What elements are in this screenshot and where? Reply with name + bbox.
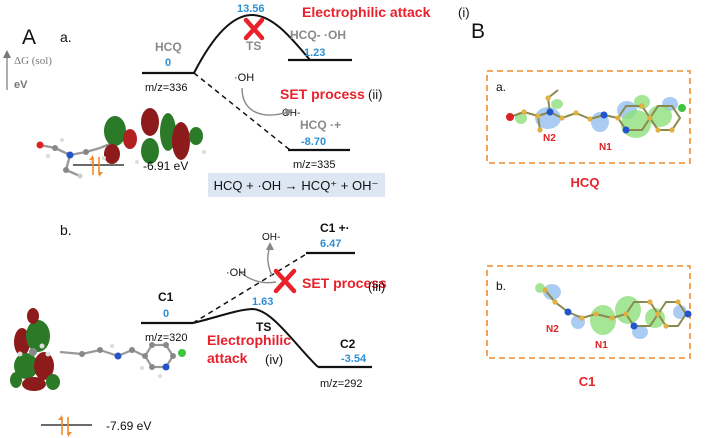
energy-axis-unit: eV [14, 79, 28, 91]
oh-radical-in-a: ·OH [234, 72, 254, 84]
energy-axis [3, 50, 11, 90]
oh-anion-out-b: OH- [262, 232, 280, 243]
c1-mz: m/z=320 [145, 332, 188, 344]
blocked-x-icon-b [273, 268, 297, 294]
c1-energy: 0 [163, 308, 169, 320]
electrophilic-path-curve [193, 13, 311, 74]
blocked-x-icon [243, 17, 265, 41]
oh-anion-out-a: OH- [282, 108, 300, 119]
c1-n1-label: N1 [595, 340, 608, 351]
electrophilic-path-curve-b [192, 307, 319, 368]
hcq-spin-box [486, 70, 691, 164]
hcq-name: HCQ [155, 40, 182, 54]
electrophilic-attack-title-b2: attack [207, 350, 248, 366]
oh-radical-in-b: ·OH [226, 267, 246, 279]
panel-a-sub-b-label: b. [60, 222, 72, 238]
panel-a-sub-a-label: a. [60, 29, 72, 45]
hcq-mz: m/z=336 [145, 82, 188, 94]
c1-spin-caption: C1 [579, 374, 596, 389]
set-process-index-a: (ii) [368, 87, 382, 102]
c1-homo-molecule [10, 308, 186, 391]
hcq-radical-mz: m/z=335 [293, 159, 336, 171]
set-path-dashed [193, 72, 291, 151]
c1-spin-molecule [535, 283, 692, 339]
electrophilic-attack-title: Electrophilic attack [302, 4, 431, 20]
energy-axis-label: ΔG (sol) [14, 55, 52, 67]
equation-text: HCQ + ·OH → HCQ⁺ + OH⁻ [214, 178, 379, 193]
homo-energy-b: -7.69 eV [106, 419, 151, 433]
c1-n2-label: N2 [546, 324, 559, 335]
c1-name: C1 [158, 290, 174, 304]
c2-name: C2 [340, 337, 356, 351]
set-process-title-a: SET process [280, 86, 365, 102]
electrophilic-attack-index: (i) [458, 5, 470, 20]
c2-energy: -3.54 [341, 353, 367, 365]
electrophilic-attack-title-b1: Electrophilic [207, 332, 291, 348]
ts-b-energy: 1.63 [252, 296, 273, 308]
hcq-spin-caption: HCQ [571, 175, 600, 190]
set-process-title-b: SET process [302, 275, 387, 291]
curved-arrow-a [241, 87, 293, 116]
homo-level-a [73, 155, 124, 177]
hcq-spin-sublabel: a. [496, 80, 506, 94]
set-process-index-b: (iii) [368, 279, 385, 294]
c1-spin-box [486, 265, 691, 359]
reaction-profile-a [142, 13, 352, 152]
hcq-oh-name: HCQ- ·OH [290, 28, 346, 42]
c1-spin-sublabel: b. [496, 279, 506, 293]
set-path-dashed-b [192, 252, 309, 324]
ts-a-energy: 13.56 [237, 3, 265, 15]
panel-a-label: A [22, 26, 36, 49]
hcq-homo-molecule [36, 108, 206, 179]
reaction-profile-b [141, 251, 372, 369]
hcq-radical-energy: -8.70 [301, 136, 326, 148]
homo-level-b [41, 415, 92, 437]
hcq-energy: 0 [165, 57, 171, 69]
hcq-oh-energy: 1.23 [304, 47, 325, 59]
ts-b-name: TS [256, 320, 271, 334]
ts-a-name: TS [246, 39, 261, 53]
curved-arrow-b [239, 242, 277, 284]
hcq-n1-label: N1 [599, 142, 612, 153]
c1-radical-energy: 6.47 [320, 238, 341, 250]
hcq-spin-molecule [506, 89, 686, 138]
equation-box [208, 173, 385, 197]
electrophilic-attack-index-b: (iv) [265, 352, 283, 367]
homo-energy-a: -6.91 eV [143, 159, 188, 173]
c1-radical-name: C1 +· [320, 221, 350, 235]
hcq-n2-label: N2 [543, 133, 556, 144]
hcq-radical-name: HCQ ·+ [300, 118, 341, 132]
c2-mz: m/z=292 [320, 378, 363, 390]
panel-b-label: B [471, 20, 485, 43]
